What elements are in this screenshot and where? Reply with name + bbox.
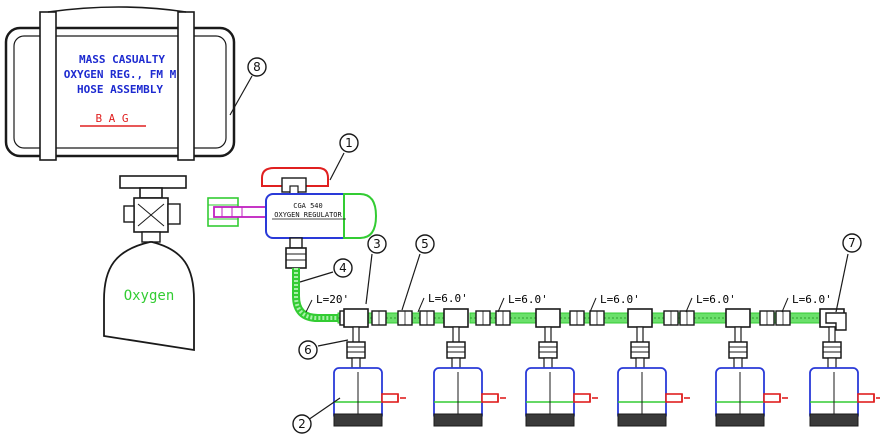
callout-7-label: 7 [848,236,856,250]
mask-valve [857,393,875,403]
oxygen-cylinder: Oxygen [103,175,195,352]
callout-1-label: 1 [345,136,353,150]
callout-8-circle [247,57,267,77]
mask-base [617,413,667,427]
manifold-tee [535,308,561,328]
callout-2-circle [292,414,312,434]
cylinder-label: Oxygen [124,288,175,304]
hose-length-labels: L=20' L=6.0' L=6.0' L=6.0' L=6.0' L=6.0' [316,292,832,306]
mask-base [333,413,383,427]
hose-length-label: L=6.0' [600,293,640,306]
callout-4-circle [333,258,353,278]
mask-base [525,413,575,427]
callout-6-circle [298,340,318,360]
mask-connector [538,341,558,359]
bag-text-line2: OXYGEN REG., FM M [64,68,177,81]
mask-valve [763,393,781,403]
hose-length-label: L=6.0' [792,293,832,306]
bag-text-line3: HOSE ASSEMBLY [77,83,163,96]
storage-bag: MASS CASUALTY OXYGEN REG., FM M HOSE ASS… [4,6,236,161]
callout-1-circle [339,133,359,153]
callout-7-circle [842,233,862,253]
callout-8-label: 8 [253,60,261,74]
bag-strap-right [177,11,195,161]
mask-connector [346,341,366,359]
mask-connector [446,341,466,359]
regulator-inlet-fitting [207,197,267,227]
callout-2-label: 2 [298,417,306,431]
manifold-tee [443,308,469,328]
mask-connector [822,341,842,359]
mask-connector [630,341,650,359]
oxygen-regulator: CGA 540 OXYGEN REGULATOR [261,167,378,269]
callout-6-label: 6 [304,343,312,357]
bag-label: B A G [95,112,128,125]
hose-length-label: L=20' [316,293,349,306]
hose-length-label: L=6.0' [428,292,468,305]
callout-5-label: 5 [421,237,429,251]
manifold-tee [627,308,653,328]
mask-connector [728,341,748,359]
callout-3-label: 3 [373,237,381,251]
manifold-tee [725,308,751,328]
callout-4-label: 4 [339,261,347,275]
mask-valve [381,393,399,403]
callout-3-circle [367,234,387,254]
manifold [333,308,880,427]
supply-hose [292,268,338,322]
manifold-end-elbow [825,312,847,331]
hose-length-label: L=6.0' [508,293,548,306]
mask-valve [573,393,591,403]
regulator-text-line1: CGA 540 [293,202,323,210]
mask-valve [481,393,499,403]
mask-base [433,413,483,427]
bag-text-line1: MASS CASUALTY [79,53,165,66]
bag-strap-left [39,11,57,161]
hose-length-label: L=6.0' [696,293,736,306]
regulator-text-line2: OXYGEN REGULATOR [274,211,342,219]
mask-base [715,413,765,427]
manifold-tee [343,308,369,328]
mask-valve [665,393,683,403]
mask-base [809,413,859,427]
callout-5-circle [415,234,435,254]
